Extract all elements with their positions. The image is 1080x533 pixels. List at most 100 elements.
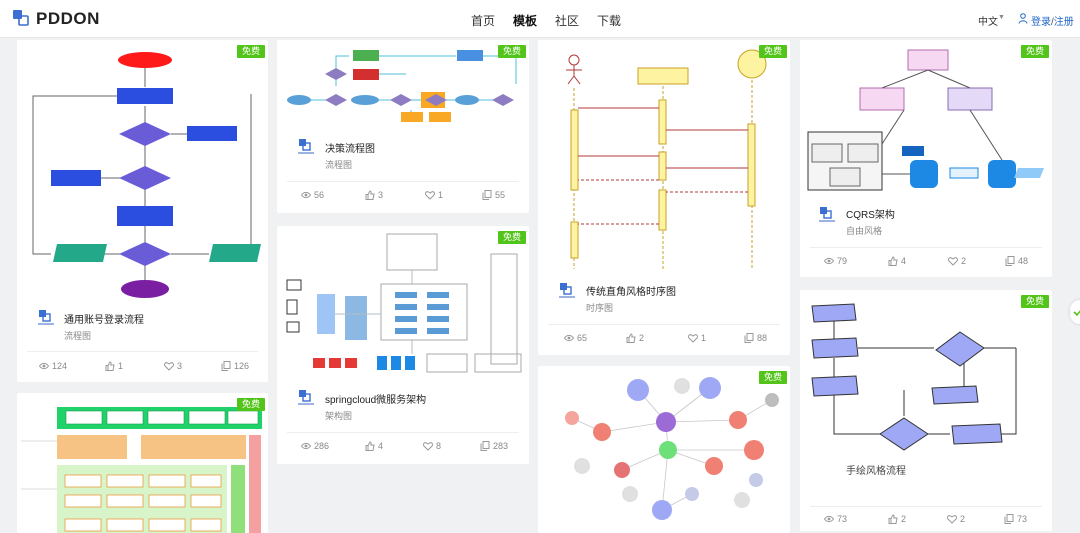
template-thumbnail[interactable] (21, 44, 264, 300)
view-count: 286 (301, 441, 329, 451)
heart-icon[interactable] (948, 256, 958, 266)
favorite-count[interactable]: 3 (164, 361, 182, 371)
template-thumbnail[interactable] (281, 44, 525, 128)
avatar (298, 390, 314, 405)
copy-count[interactable]: 88 (744, 333, 767, 343)
copy-icon[interactable] (482, 190, 492, 200)
template-title[interactable]: 手绘风格流程 (846, 466, 906, 477)
architecture-preview-image (21, 407, 262, 533)
template-card[interactable]: 免费 (538, 366, 790, 533)
like-count[interactable]: 2 (888, 514, 906, 524)
template-card[interactable]: 免费 通用账号登录流程 流程图 124 1 3 126 (17, 40, 268, 382)
copy-count[interactable]: 73 (1004, 514, 1027, 524)
view-count: 124 (39, 361, 67, 371)
heart-icon[interactable] (688, 333, 698, 343)
copy-icon[interactable] (1004, 514, 1014, 524)
template-thumbnail[interactable] (542, 44, 786, 274)
free-badge: 免费 (1020, 295, 1049, 308)
divider (810, 506, 1042, 507)
avatar (819, 207, 835, 222)
template-thumbnail[interactable] (281, 230, 525, 380)
template-card[interactable]: 免费 手绘风格流程 73 2 2 73 (800, 290, 1052, 531)
copy-count[interactable]: 55 (482, 190, 505, 200)
thumbs-up-icon[interactable] (105, 361, 115, 371)
template-card[interactable]: 免费 CQRS架构 自由风格 79 4 2 48 (800, 40, 1052, 277)
favorite-count[interactable]: 2 (948, 256, 966, 266)
view-count: 65 (564, 333, 587, 343)
template-title[interactable]: 传统直角风格时序图 (586, 287, 676, 298)
eye-icon (301, 442, 311, 450)
check-icon[interactable] (1073, 307, 1080, 317)
copy-icon[interactable] (221, 361, 231, 371)
copy-icon[interactable] (1005, 256, 1015, 266)
like-count[interactable]: 1 (105, 361, 123, 371)
template-title[interactable]: 通用账号登录流程 (64, 315, 144, 326)
nav-community[interactable]: 社区 (555, 14, 580, 28)
view-count: 79 (824, 256, 847, 266)
decision-flowchart-preview-image (287, 50, 517, 122)
copy-icon[interactable] (480, 441, 490, 451)
template-card[interactable]: 免费 决策流程图 流程图 56 3 1 55 (277, 40, 529, 213)
sequence-diagram-preview-image (566, 49, 767, 269)
eye-icon (301, 191, 311, 199)
copy-count[interactable]: 126 (221, 361, 249, 371)
nav-download[interactable]: 下载 (597, 14, 622, 28)
template-title[interactable]: springcloud微服务架构 (325, 395, 427, 406)
favorite-count[interactable]: 2 (947, 514, 965, 524)
free-badge: 免费 (1020, 45, 1049, 58)
thumbs-up-icon[interactable] (888, 514, 898, 524)
register-link[interactable]: 注册 (1053, 17, 1074, 28)
template-card[interactable]: 免费 (17, 393, 268, 533)
copy-count[interactable]: 48 (1005, 256, 1028, 266)
divider (548, 324, 780, 325)
eye-icon (39, 362, 49, 370)
brand-name[interactable]: PDDON (36, 9, 100, 28)
template-thumbnail[interactable] (804, 294, 1048, 494)
avatar (559, 283, 575, 298)
eye-icon (564, 334, 574, 342)
template-card[interactable]: 免费 springcloud微服务架构 架构图 286 4 8 283 (277, 226, 529, 464)
favorite-count[interactable]: 1 (425, 190, 443, 200)
heart-icon[interactable] (425, 190, 435, 200)
user-icon[interactable] (1018, 13, 1028, 24)
thumbs-up-icon[interactable] (365, 441, 375, 451)
template-title[interactable]: 决策流程图 (325, 144, 375, 155)
free-badge: 免费 (236, 45, 265, 58)
like-count[interactable]: 4 (888, 256, 906, 266)
flowchart-preview-image (32, 52, 261, 298)
divider (287, 432, 519, 433)
nav-home[interactable]: 首页 (471, 14, 496, 28)
favorite-count[interactable]: 8 (423, 441, 441, 451)
copy-icon[interactable] (744, 333, 754, 343)
language-select[interactable]: 中文 (978, 17, 998, 28)
like-count[interactable]: 2 (626, 333, 644, 343)
template-title[interactable]: CQRS架构 (846, 210, 895, 221)
heart-icon[interactable] (423, 441, 433, 451)
template-category: 自由风格 (846, 226, 883, 236)
divider (27, 351, 258, 352)
side-float-button[interactable] (1070, 300, 1080, 324)
free-badge: 免费 (497, 231, 526, 244)
login-link[interactable]: 登录 (1031, 17, 1051, 28)
thumbs-up-icon[interactable] (888, 256, 898, 266)
thumbs-up-icon[interactable] (365, 190, 375, 200)
copy-count[interactable]: 283 (480, 441, 508, 451)
template-category: 流程图 (64, 331, 92, 341)
logo-icon[interactable] (11, 8, 31, 28)
template-category: 架构图 (325, 411, 353, 421)
view-count: 56 (301, 190, 324, 200)
favorite-count[interactable]: 1 (688, 333, 706, 343)
template-thumbnail[interactable] (804, 44, 1048, 194)
template-thumbnail[interactable] (21, 397, 264, 533)
nav-templates[interactable]: 模板 (513, 14, 538, 28)
thumbs-up-icon[interactable] (626, 333, 636, 343)
heart-icon[interactable] (947, 514, 957, 524)
heart-icon[interactable] (164, 361, 174, 371)
template-card[interactable]: 免费 传统直角风格时序图 时序图 65 2 1 88 (538, 40, 790, 355)
like-count[interactable]: 4 (365, 441, 383, 451)
view-count: 73 (824, 514, 847, 524)
eye-icon (824, 257, 834, 265)
template-thumbnail[interactable] (542, 370, 786, 533)
like-count[interactable]: 3 (365, 190, 383, 200)
chevron-down-icon[interactable]: ▼ (998, 14, 1005, 21)
